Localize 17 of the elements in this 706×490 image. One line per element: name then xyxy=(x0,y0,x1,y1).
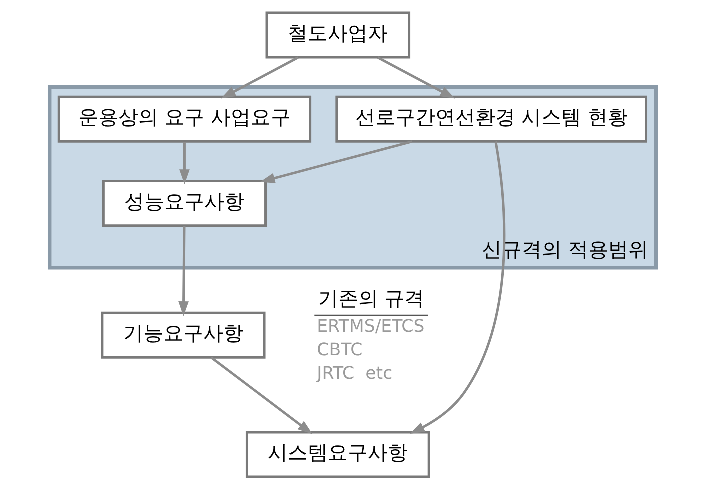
node-box: 철도사업자 xyxy=(266,12,411,59)
arrow xyxy=(410,142,506,434)
node-box: 기능요구사항 xyxy=(101,312,266,359)
label: ERTMS/ETCS xyxy=(317,316,425,337)
label: CBTC xyxy=(317,340,363,360)
node-box: 선로구간연선환경 시스템 현황 xyxy=(336,96,648,143)
label: JRTC etc xyxy=(317,364,393,384)
node-box: 시스템요구사항 xyxy=(246,431,430,478)
arrow xyxy=(221,56,299,99)
node-box: 성능요구사항 xyxy=(102,180,267,228)
arrow xyxy=(377,56,456,99)
arrow xyxy=(210,356,313,434)
arrow xyxy=(260,140,412,184)
arrow xyxy=(180,142,190,184)
arrow xyxy=(178,226,189,316)
label: 기존의 규격 xyxy=(318,287,425,310)
node-box: 운용상의 요구 사업요구 xyxy=(58,96,312,143)
